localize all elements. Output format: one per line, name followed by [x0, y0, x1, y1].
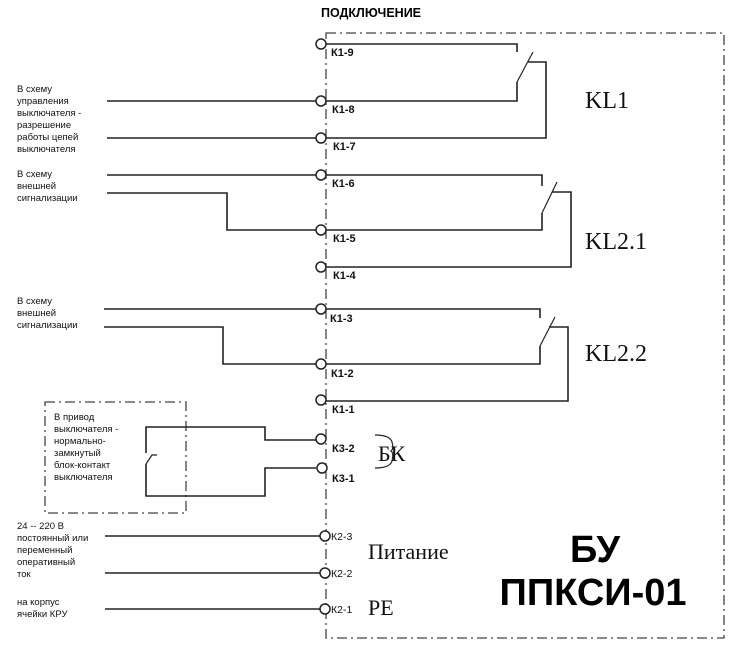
diagram-title: ПОДКЛЮЧЕНИЕ [321, 6, 421, 20]
kl21-contact-blade [541, 181, 558, 214]
svg-text:К3-2: К3-2 [332, 443, 355, 455]
svg-text:К1-1: К1-1 [332, 404, 355, 416]
note-control-circuit: В схему управления выключателя - разреше… [17, 84, 84, 155]
relay-kl22-circuit [104, 308, 569, 402]
terminal-circle [315, 358, 327, 370]
svg-text:К1-6: К1-6 [332, 178, 355, 190]
svg-text:К3-1: К3-1 [332, 473, 355, 485]
power-circuit [105, 535, 320, 610]
terminal-circle [319, 567, 331, 579]
terminal-k1-1: К1-1 [315, 394, 355, 416]
terminal-circle [315, 224, 327, 236]
note-power: 24 -- 220 В постоянный или переменный оп… [17, 521, 91, 580]
svg-text:К1-4: К1-4 [333, 270, 356, 282]
terminal-k1-8: К1-8 [315, 95, 355, 116]
device-boundary [325, 32, 725, 639]
terminal-circle [315, 38, 327, 50]
svg-text:К2-3: К2-3 [331, 531, 352, 543]
terminal-k3-1: К3-1 [316, 462, 355, 485]
terminal-circle [319, 530, 331, 542]
kl22-contact-blade [539, 316, 556, 347]
drive-boundary [44, 401, 187, 514]
note-signal-1: В схему внешней сигнализации [17, 169, 78, 204]
note-signal-2: В схему внешней сигнализации [17, 296, 78, 331]
terminal-k1-5: К1-5 [315, 224, 356, 245]
relay-label-kl21: KL2.1 [585, 229, 647, 255]
svg-text:К1-3: К1-3 [330, 313, 353, 325]
terminal-k1-3: К1-3 [315, 303, 353, 325]
svg-text:К1-8: К1-8 [332, 104, 355, 116]
terminal-circle [315, 303, 327, 315]
terminal-k2-1: К2-1 [319, 603, 352, 616]
terminal-circle [315, 169, 327, 181]
terminal-k3-2: К3-2 [315, 433, 355, 455]
terminal-circle [316, 462, 328, 474]
group-label-bk: БК [378, 441, 406, 466]
relay-label-kl1: KL1 [585, 88, 629, 114]
relay-kl21-circuit [107, 174, 572, 268]
terminal-circle [319, 603, 331, 615]
bk-brace [374, 434, 394, 469]
device-name-line2: ППКСИ-01 [500, 572, 687, 614]
note-drive: В привод выключателя - нормально- замкну… [54, 412, 121, 483]
svg-text:К1-2: К1-2 [331, 368, 354, 380]
device-name-line1: БУ [570, 529, 620, 571]
kl1-contact-blade [516, 51, 534, 83]
terminal-circle [315, 132, 327, 144]
terminal-circle [315, 433, 327, 445]
note-ground: на корпус ячейки КРУ [17, 597, 68, 620]
terminal-k2-2: К2-2 [319, 567, 352, 580]
terminal-k1-2: К1-2 [315, 358, 354, 380]
svg-text:К1-9: К1-9 [331, 47, 354, 59]
group-label-pe: PE [368, 595, 394, 620]
terminal-k1-6: К1-6 [315, 169, 355, 190]
terminal-circle [315, 261, 327, 273]
svg-text:К1-5: К1-5 [333, 233, 356, 245]
relay-label-kl22: KL2.2 [585, 341, 647, 367]
terminal-circle [315, 394, 327, 406]
svg-text:К2-1: К2-1 [331, 604, 352, 616]
bk-circuit [145, 426, 394, 497]
svg-text:К2-2: К2-2 [331, 568, 352, 580]
svg-text:К1-7: К1-7 [333, 141, 356, 153]
terminal-circle [315, 95, 327, 107]
terminal-k2-3: К2-3 [319, 530, 352, 543]
terminal-k1-7: К1-7 [315, 132, 356, 153]
group-label-power: Питание [368, 539, 449, 564]
bk-nc-contact [145, 454, 157, 465]
terminal-k1-9: К1-9 [315, 38, 354, 59]
terminal-k1-4: К1-4 [315, 261, 356, 282]
relay-kl1-circuit [107, 43, 547, 139]
